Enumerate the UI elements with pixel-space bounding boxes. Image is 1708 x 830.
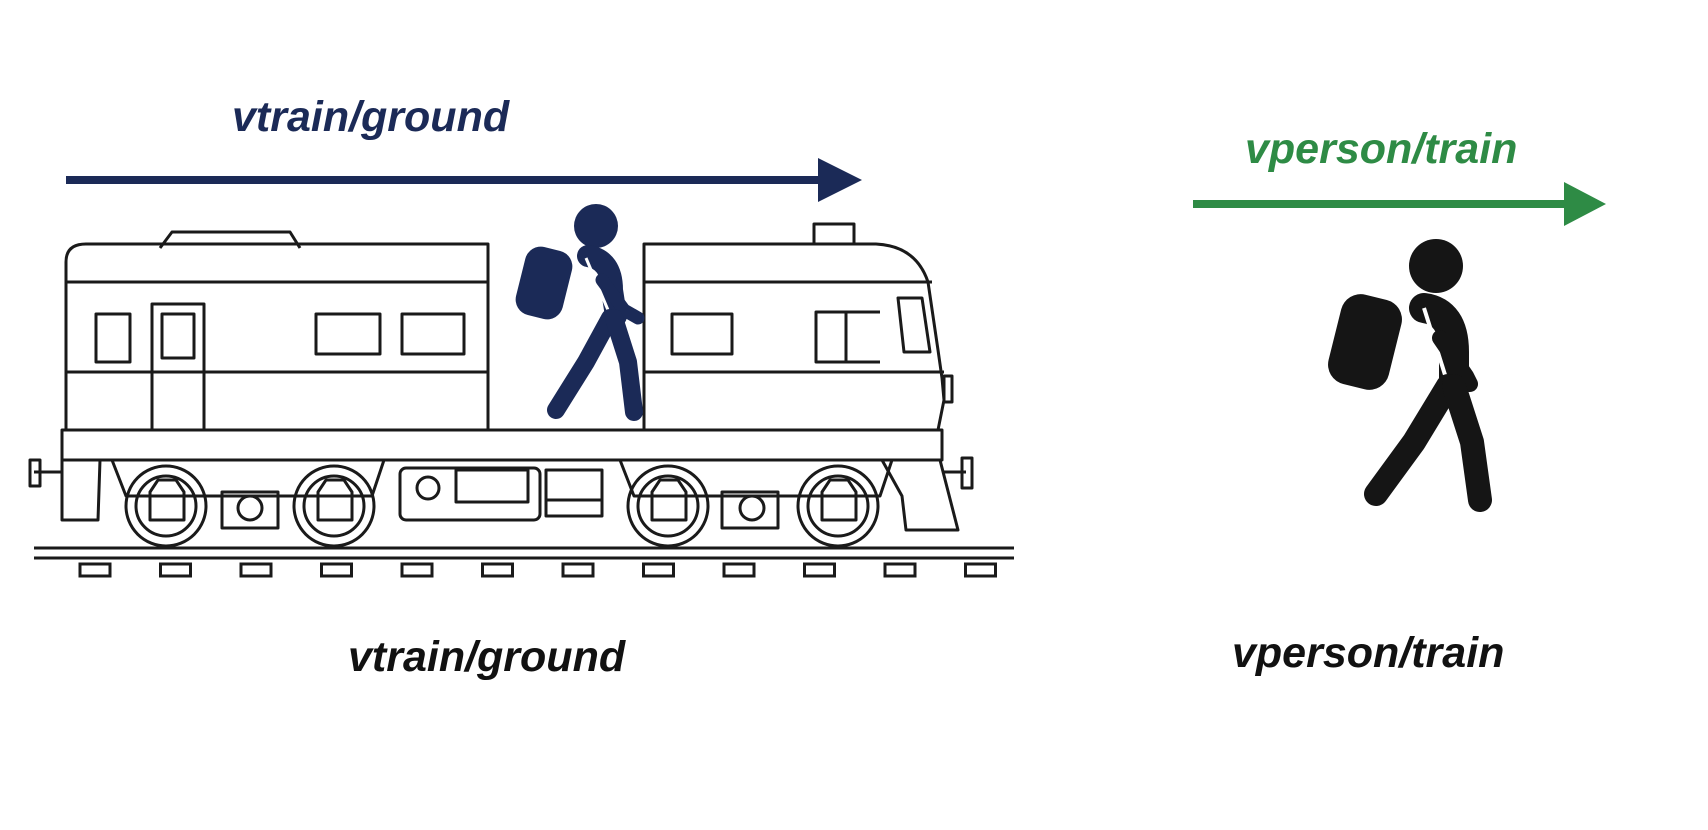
train-caption: vtrain/ground bbox=[348, 633, 626, 681]
walking-person-icon bbox=[1328, 239, 1492, 512]
rail-sleeper bbox=[803, 562, 836, 578]
rail-sleeper bbox=[642, 562, 675, 578]
rail-sleeper bbox=[78, 562, 112, 578]
person-velocity-arrow bbox=[1193, 182, 1606, 226]
rail-sleeper bbox=[883, 562, 917, 578]
train-velocity-label: vtrain/ground bbox=[232, 93, 510, 141]
rail-sleeper bbox=[239, 562, 273, 578]
rail-sleeper bbox=[320, 562, 353, 578]
person-velocity-label: vperson/train bbox=[1245, 125, 1518, 173]
rail-sleeper bbox=[964, 562, 997, 578]
rail-sleeper bbox=[159, 562, 192, 578]
train-velocity-arrow bbox=[66, 158, 862, 202]
rail-sleeper bbox=[561, 562, 595, 578]
rail-sleeper bbox=[481, 562, 514, 578]
train-icon bbox=[28, 222, 974, 548]
rail-track bbox=[34, 546, 1014, 578]
rail-sleeper bbox=[400, 562, 434, 578]
walking-person-icon bbox=[515, 204, 645, 421]
person-caption: vperson/train bbox=[1232, 629, 1505, 677]
rail-sleeper bbox=[722, 562, 756, 578]
